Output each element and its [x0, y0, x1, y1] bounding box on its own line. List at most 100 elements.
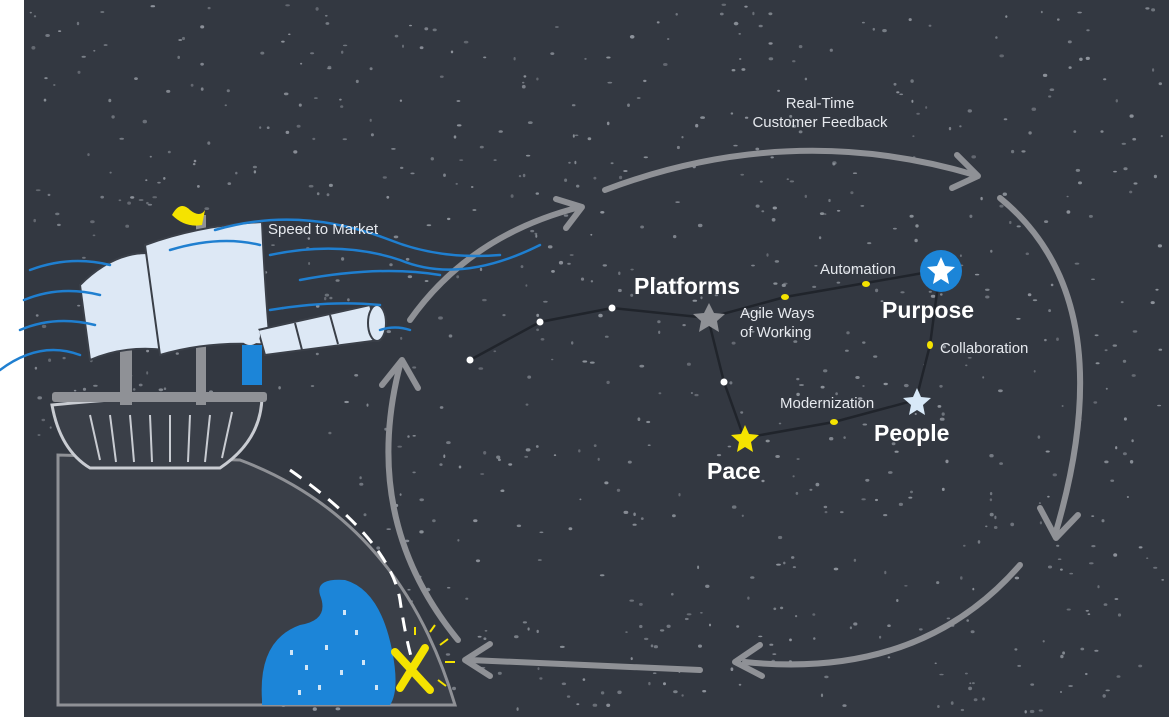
dot-yellow [781, 294, 789, 300]
speckle [522, 621, 528, 624]
speckle [111, 115, 115, 119]
speckle [692, 299, 698, 302]
speckle [1038, 709, 1043, 712]
speckle [145, 179, 148, 182]
speckle [132, 388, 136, 391]
speckle [578, 449, 581, 453]
speckle [1032, 299, 1038, 302]
speckle [1016, 317, 1021, 320]
speckle [607, 81, 613, 84]
speckle [633, 512, 636, 517]
speckle [1048, 95, 1052, 98]
speckle [853, 558, 857, 562]
speckle [1073, 130, 1077, 133]
water-ripples [290, 610, 378, 695]
speckle [35, 314, 39, 317]
speckle [342, 44, 348, 47]
speckle [41, 324, 47, 329]
speckle [1132, 137, 1137, 141]
speckle [731, 505, 737, 509]
speckle [1161, 579, 1165, 581]
speckle [1085, 56, 1090, 61]
speckle [1131, 439, 1134, 443]
speckle [738, 683, 742, 686]
speckle [175, 352, 179, 355]
speckle [903, 383, 909, 388]
speckle [224, 104, 227, 107]
speckle [324, 14, 328, 17]
speckle [182, 36, 185, 41]
speckle [424, 280, 429, 282]
speckle [1105, 689, 1110, 692]
speckle [686, 613, 692, 616]
speckle [235, 171, 238, 175]
speckle [896, 599, 899, 602]
speckle [910, 490, 913, 494]
speckle [1129, 190, 1133, 194]
speckle [637, 417, 641, 422]
speckle [950, 701, 954, 705]
speckle [439, 406, 444, 409]
speckle [982, 376, 985, 379]
speckle [146, 201, 149, 205]
speckle [399, 99, 403, 102]
speckle [550, 52, 555, 55]
speckle [200, 25, 205, 29]
speckle [700, 296, 703, 300]
speckle [514, 635, 519, 639]
agile-line-2: of Working [740, 323, 812, 341]
speckle [647, 444, 651, 447]
dot-white [720, 378, 728, 386]
speckle [150, 5, 156, 8]
speckle [473, 519, 478, 523]
speckle [477, 635, 482, 638]
speckle [536, 313, 540, 317]
speckle [535, 234, 538, 238]
speckle [761, 210, 765, 213]
speckle [299, 229, 304, 233]
speckle [942, 345, 947, 349]
speckle [1138, 546, 1143, 549]
speckle [639, 602, 643, 606]
speckle [857, 397, 863, 400]
speckle [48, 358, 52, 362]
speckle [82, 387, 87, 391]
speckle [260, 51, 265, 55]
speckle [271, 244, 275, 247]
speckle [965, 364, 968, 367]
speckle [359, 476, 362, 480]
speckle [497, 671, 502, 675]
speckle [643, 79, 647, 83]
speckle [855, 376, 860, 379]
speckle [470, 186, 474, 188]
speckle [652, 672, 657, 674]
speckle [53, 84, 56, 86]
speckle [989, 492, 993, 496]
speckle [653, 645, 659, 649]
speckle [394, 34, 399, 38]
speckle [1160, 135, 1163, 138]
speckle [62, 356, 66, 360]
speckle [738, 33, 741, 35]
speckle [1115, 446, 1118, 450]
speckle [93, 49, 96, 52]
speckle [525, 154, 531, 157]
speckle [563, 214, 569, 217]
speckle [386, 528, 392, 530]
speckle [127, 201, 131, 205]
speckle [1087, 613, 1091, 616]
speckle [780, 606, 784, 610]
speckle [673, 289, 677, 293]
speckle [207, 6, 211, 10]
speckle [796, 458, 800, 460]
speckle [908, 18, 912, 22]
speckle [412, 435, 416, 437]
speckle [1088, 214, 1093, 218]
speckle [190, 83, 194, 87]
speckle [928, 290, 932, 293]
speckle [458, 465, 462, 469]
speckle [686, 362, 691, 366]
speckle [283, 92, 289, 96]
speckle [968, 686, 973, 691]
speckle [1122, 359, 1127, 363]
